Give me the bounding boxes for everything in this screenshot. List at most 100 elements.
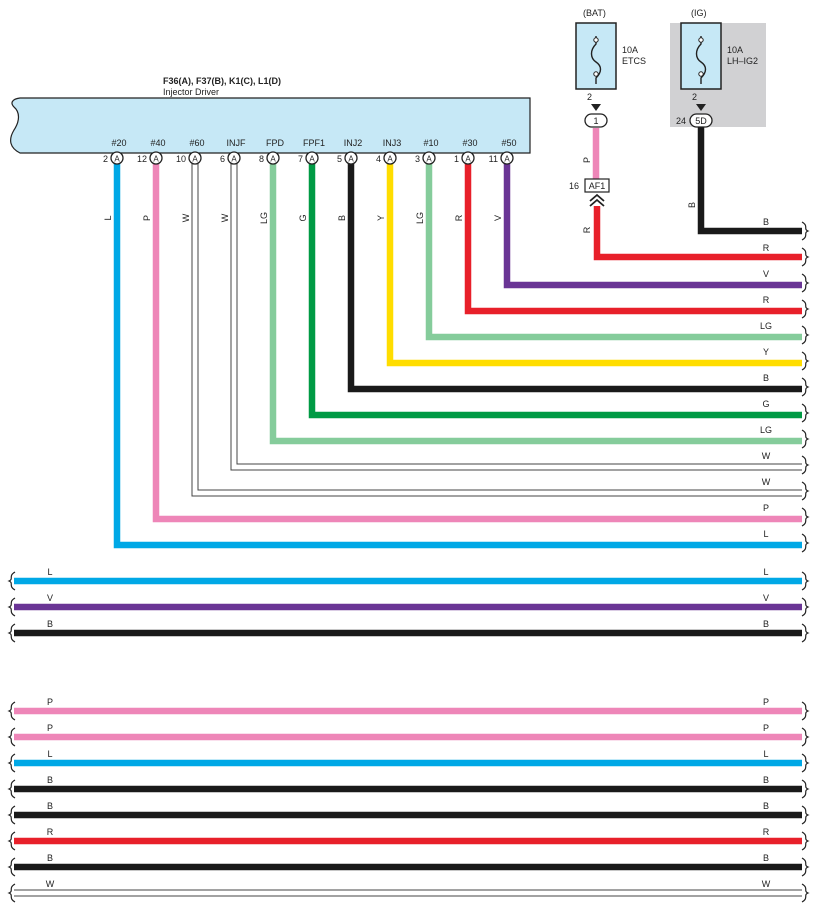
s3-right-break-6 (801, 857, 810, 877)
s3-left-break-5 (7, 831, 16, 851)
af1-junction: AF1 16 (569, 178, 610, 207)
fuse-etcs-element (590, 36, 602, 84)
pin-label-5: FPF1 (303, 138, 325, 148)
s3-right-label-2: L (763, 749, 768, 759)
bus-break-mark-10 (801, 481, 810, 501)
fuse-ig2-source: (IG) (691, 8, 707, 18)
ig2-connector-label: 5D (695, 116, 707, 126)
bus-right-label-1: R (763, 243, 770, 253)
af1-wire (593, 206, 802, 261)
pin-label-1: #40 (150, 138, 165, 148)
bus-break-mark-11 (801, 507, 810, 527)
fuse-etcs-name: ETCS (622, 56, 646, 66)
s3-right-label-7: W (762, 879, 771, 889)
fuse-etcs-rating: 10A (622, 45, 638, 55)
s3-left-break-7 (7, 883, 16, 903)
s3-left-break-6 (7, 857, 16, 877)
af1-wire-color-label: R (582, 226, 592, 233)
pin-connector-letter-6: A (348, 155, 354, 164)
ig2-connector-pin: 24 (676, 116, 686, 126)
s3-right-break-1 (801, 727, 810, 747)
pin-number-1: 12 (137, 154, 147, 164)
pin-wire-color-0: L (103, 215, 113, 220)
af1-box (584, 178, 610, 193)
pin-connector-letter-8: A (426, 155, 432, 164)
s3-right-break-4 (801, 805, 810, 825)
bus-break-mark-4 (801, 325, 810, 345)
pin-label-3: INJF (227, 138, 247, 148)
bus-break-mark-1 (801, 247, 810, 267)
af1-chevron-icon (589, 193, 605, 207)
pin-connector-letter-0: A (114, 155, 120, 164)
s3-right-break-2 (801, 753, 810, 773)
pin-number-5: 7 (298, 154, 303, 164)
pin-wire-6 (347, 160, 802, 393)
pin-wire-9 (464, 160, 802, 315)
bus-right-label-2: V (763, 269, 769, 279)
s2-right-break-0 (801, 571, 810, 591)
pin-label-9: #30 (462, 138, 477, 148)
fuse-ig2-pin: 2 (692, 92, 697, 102)
s3-left-label-6: B (47, 853, 53, 863)
pin-connector-letter-4: A (270, 155, 276, 164)
pin-label-4: FPD (266, 138, 285, 148)
s2-right-label-2: B (763, 619, 769, 629)
ig2-connector-pill (689, 113, 713, 128)
pin-wire-1 (152, 160, 802, 523)
pin-wire-8 (425, 160, 802, 341)
pin-connector-letter-3: A (231, 155, 237, 164)
pin-wire-7 (386, 160, 802, 367)
pin-connector-1 (149, 151, 163, 165)
s2-left-label-2: B (47, 619, 53, 629)
ig2-wire-color-label: B (687, 202, 697, 208)
af1-pin: 16 (569, 181, 579, 191)
pin-connector-letter-7: A (387, 155, 393, 164)
etcs-connector-pill (584, 113, 608, 128)
pin-wire-10 (503, 160, 802, 289)
s3-right-label-0: P (763, 697, 769, 707)
s3-left-break-2 (7, 753, 16, 773)
pin-label-6: INJ2 (344, 138, 363, 148)
wire-layer (14, 127, 802, 897)
pin-connector-3 (227, 151, 241, 165)
pin-wire-color-9: R (454, 214, 464, 221)
s3-right-label-5: R (763, 827, 770, 837)
pin-wire-color-8: LG (415, 212, 425, 224)
component-ids: F36(A), F37(B), K1(C), L1(D) (163, 76, 281, 86)
component-name: Injector Driver (163, 87, 219, 97)
ig2-down-arrow-icon (696, 104, 706, 111)
etcs-down-arrow-icon (591, 104, 601, 111)
s3-left-label-3: B (47, 775, 53, 785)
s3-right-label-1: P (763, 723, 769, 733)
pin-wire-0 (113, 160, 802, 549)
s2-right-break-2 (801, 623, 810, 643)
pin-wire-color-6: B (337, 215, 347, 221)
pin-wire-color-5: G (298, 214, 308, 221)
bus-right-label-9: W (762, 451, 771, 461)
pin-wire-5 (308, 160, 802, 419)
bus-right-label-12: L (763, 529, 768, 539)
bus-right-label-7: G (762, 399, 769, 409)
pin-connector-10 (500, 151, 514, 165)
pin-connector-letter-2: A (192, 155, 198, 164)
pin-number-4: 8 (259, 154, 264, 164)
pin-number-10: 11 (489, 154, 498, 164)
bus-break-mark-12 (801, 533, 810, 553)
pin-wire-color-1: P (142, 215, 152, 221)
pin-wire-color-7: Y (376, 215, 386, 221)
pin-connector-0 (110, 151, 124, 165)
pin-number-9: 1 (454, 154, 459, 164)
bus-right-label-10: W (762, 477, 771, 487)
pin-connector-6 (344, 151, 358, 165)
s2-right-label-0: L (763, 567, 768, 577)
fuse-etcs-source: (BAT) (583, 8, 606, 18)
pin-wire-color-2: W (181, 213, 191, 222)
pin-connector-letter-5: A (309, 155, 315, 164)
pin-connector-4 (266, 151, 280, 165)
fuse-ig2-terminal-top (698, 37, 704, 43)
pin-wire-color-3: W (220, 213, 230, 222)
bus-break-mark-2 (801, 273, 810, 293)
bus-break-mark-7 (801, 403, 810, 423)
